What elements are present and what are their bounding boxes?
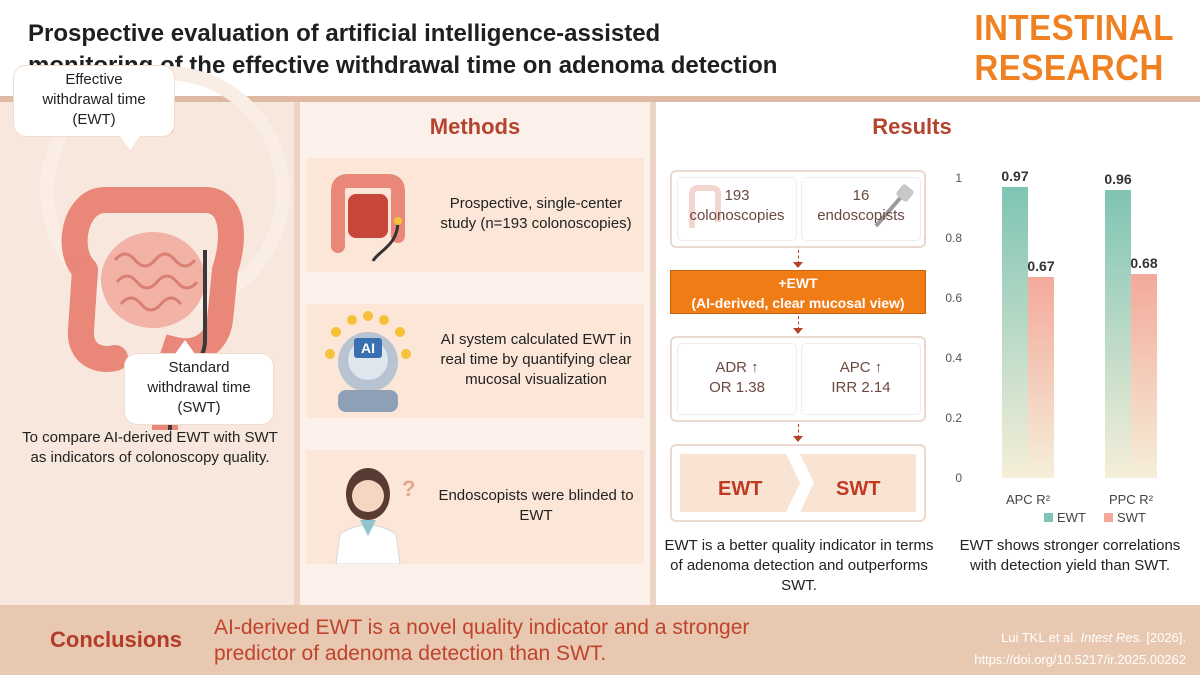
method-item: AI AI system calculated EWT in real time… [306, 304, 644, 418]
colon-faint-icon [689, 185, 721, 228]
method-text: Endoscopists were blinded to EWT [438, 487, 634, 524]
method-item: ? Endoscopists were blinded to EWT [306, 450, 644, 564]
bubble-text: withdrawal time [42, 91, 146, 108]
adr-value: OR 1.38 [709, 379, 765, 396]
down-arrow-icon [793, 436, 803, 442]
bubble-text: (EWT) [72, 111, 116, 128]
citation-line: Lui TKL et al. Intest Res. [2026]. [974, 627, 1186, 649]
apc-value: IRR 2.14 [831, 379, 891, 396]
brand-line-2: RESEARCH [974, 47, 1164, 88]
bubble-tail [120, 136, 140, 150]
stat-label: colonoscopies [689, 207, 785, 224]
conclusions-line: predictor of adenoma detection than SWT. [214, 642, 607, 665]
down-arrow-icon [793, 328, 803, 334]
method-text: Prospective, single-center study (n=193 … [440, 195, 632, 232]
ai-robot-icon: AI [325, 311, 411, 412]
flow-connector [798, 250, 799, 264]
ewt-vs-swt: EWT SWT [670, 444, 926, 522]
stat-label: endoscopists [817, 207, 905, 224]
methods-heading: Methods [429, 114, 521, 139]
stat-value: 16 [852, 187, 870, 204]
colon-illustration-icon [61, 187, 244, 430]
method-item: Prospective, single-center study (n=193 … [306, 158, 644, 272]
legend-swatch [1104, 513, 1113, 522]
brand-line-1: INTESTINAL [974, 7, 1174, 48]
bubble-text: (SWT) [177, 399, 221, 416]
adr-label: ADR ↑ [715, 359, 759, 376]
citation-authors: Lui TKL et al. [1000, 630, 1081, 645]
x-tick-label: APC R² [1006, 492, 1051, 507]
bar-value-label: 0.68 [1130, 255, 1157, 271]
bar-value-label: 0.97 [1001, 168, 1028, 184]
page-title: Prospective evaluation of artificial int… [28, 18, 888, 82]
apc-stat: APC ↑ IRR 2.14 [802, 344, 920, 414]
swt-bubble: Standard withdrawal time (SWT) [125, 354, 273, 424]
adr-stat: ADR ↑ OR 1.38 [678, 344, 796, 414]
flow-connector [798, 424, 799, 438]
y-tick-label: 0.6 [945, 291, 962, 305]
conclusions-label: Conclusions [50, 627, 183, 652]
y-tick-label: 0.4 [945, 351, 962, 365]
apc-label: APC ↑ [839, 359, 883, 376]
down-arrow-icon [793, 262, 803, 268]
bar-value-label: 0.96 [1104, 171, 1131, 187]
legend-label: EWT [1057, 510, 1086, 525]
x-tick-label: PPC R² [1109, 492, 1154, 507]
conclusions-line: AI-derived EWT is a novel quality indica… [214, 616, 750, 639]
flow-connector [798, 316, 799, 330]
bar-swt [1131, 274, 1157, 478]
journal-logo: INTESTINAL RESEARCH [974, 8, 1174, 88]
bubble-text: withdrawal time [147, 379, 251, 396]
legend-swatch [1044, 513, 1053, 522]
method-text: AI system calculated EWT in real time by… [440, 331, 632, 388]
results-summary: EWT is a better quality indicator in ter… [664, 537, 934, 594]
colon-icon [331, 174, 405, 262]
colonoscopies-stat: 193 colonoscopies [678, 178, 796, 240]
citation-journal: Intest Res. [1080, 630, 1143, 645]
ewt-box-subtitle: (AI-derived, clear mucosal view) [691, 295, 905, 311]
endoscopists-stat: 16 endoscopists [802, 178, 920, 240]
conclusions-text: AI-derived EWT is a novel quality indica… [214, 615, 914, 667]
bubble-tail [175, 340, 195, 354]
legend-label: SWT [1117, 510, 1146, 525]
citation: Lui TKL et al. Intest Res. [2026]. https… [974, 627, 1186, 671]
ewt-label: EWT [718, 478, 763, 500]
bar-ewt [1105, 190, 1131, 478]
doi-link[interactable]: https://doi.org/10.5217/ir.2025.00262 [974, 652, 1186, 667]
bar-swt [1028, 277, 1054, 478]
panel-divider [294, 102, 300, 605]
ai-badge: AI [361, 340, 375, 356]
conclusions-bar: Conclusions AI-derived EWT is a novel qu… [0, 605, 1200, 675]
bubble-text: Effective [65, 71, 123, 88]
title-line-1: Prospective evaluation of artificial int… [28, 20, 661, 47]
ewt-bubble: Effective withdrawal time (EWT) [14, 66, 174, 136]
chart-summary: EWT shows stronger correlations with det… [959, 537, 1181, 574]
stat-value: 193 [724, 187, 750, 204]
chevron-right-icon [786, 454, 814, 512]
header-divider [0, 96, 1200, 102]
ewt-box: +EWT (AI-derived, clear mucosal view) [670, 270, 926, 314]
results-heading: Results [872, 114, 952, 139]
doctor-thinking-icon: ? [335, 468, 415, 564]
y-tick-label: 0.2 [945, 411, 962, 425]
bar-value-label: 0.67 [1027, 258, 1054, 274]
panel-divider [650, 102, 656, 605]
y-tick-label: 0.8 [945, 231, 962, 245]
bubble-text: Standard [168, 359, 230, 376]
citation-year: [2026]. [1142, 630, 1186, 645]
aims-description: To compare AI-derived EWT with SWT as in… [22, 429, 278, 466]
question-mark-icon: ? [402, 476, 415, 501]
ewt-vs-swt-band: EWT SWT [680, 454, 916, 512]
bar-ewt [1002, 187, 1028, 478]
ewt-box-title: +EWT [778, 275, 818, 291]
swt-label: SWT [836, 478, 881, 500]
endoscope-icon [874, 184, 914, 228]
y-tick-label: 1 [955, 171, 962, 185]
y-tick-label: 0 [955, 471, 962, 485]
